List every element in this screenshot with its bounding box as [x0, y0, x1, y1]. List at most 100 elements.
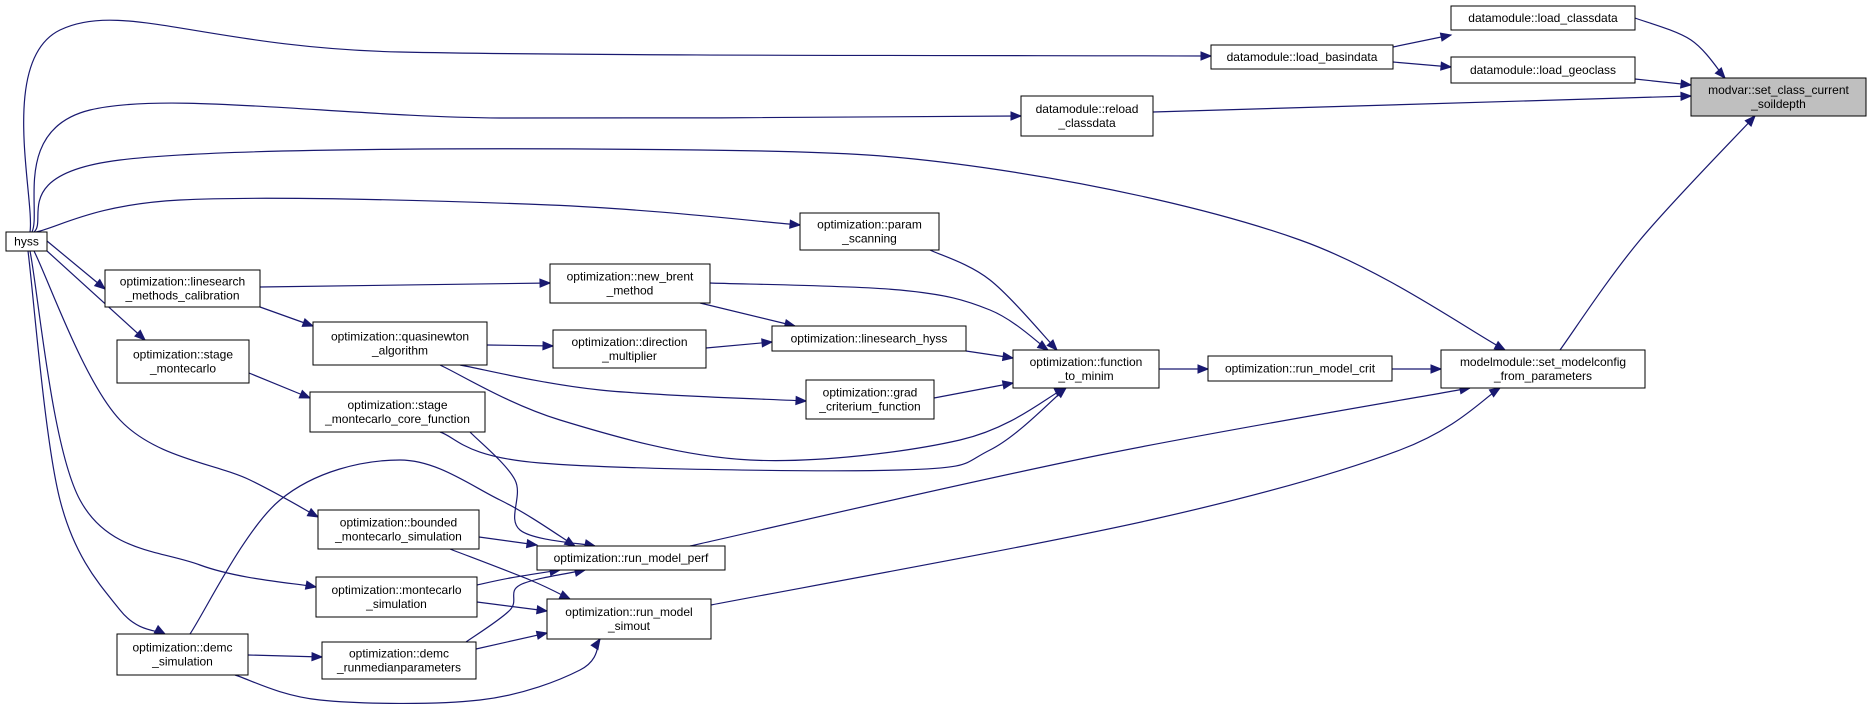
- node-grad_criterium_function[interactable]: optimization::grad_criterium_function: [805, 379, 935, 420]
- edge-arrowhead: [539, 278, 552, 288]
- node-box[interactable]: [312, 321, 488, 366]
- node-box[interactable]: [1012, 349, 1160, 389]
- node-param_scanning[interactable]: optimization::param_scanning: [799, 212, 940, 251]
- node-box[interactable]: [315, 576, 478, 618]
- node-label: _from_parameters: [1493, 369, 1592, 383]
- edge-arrowhead: [563, 536, 577, 547]
- node-box[interactable]: [546, 598, 712, 640]
- node-function_to_minim[interactable]: optimization::function_to_minim: [1012, 349, 1160, 389]
- node-label: _simout: [607, 619, 651, 633]
- node-label: optimization::stage: [133, 348, 233, 362]
- node-box[interactable]: [1020, 95, 1154, 137]
- node-box[interactable]: [104, 269, 261, 308]
- edge-arrowhead: [535, 630, 549, 640]
- edge-hyss-to-load_basindata: [23, 19, 1213, 233]
- node-label: hyss: [14, 235, 39, 249]
- edge-run_model_crit-to-set_modelconfig_from_parameters: [1392, 364, 1443, 374]
- edge-arrowhead: [298, 389, 312, 399]
- node-box[interactable]: [1207, 355, 1393, 382]
- edge-line: [35, 197, 801, 233]
- node-box[interactable]: [799, 212, 940, 251]
- node-stage_montecarlo_core_function[interactable]: optimization::stage_montecarlo_core_func…: [309, 391, 486, 433]
- node-box[interactable]: [317, 509, 480, 550]
- edge-line: [486, 344, 554, 347]
- node-box[interactable]: [1450, 56, 1636, 84]
- node-box[interactable]: [1210, 44, 1394, 70]
- edge-line: [33, 148, 1506, 351]
- nodes-layer: hyss datamodule::load_classdatadatamodule…: [5, 5, 1867, 680]
- node-set_modelconfig_from_parameters[interactable]: modelmodule::set_modelconfig_from_parame…: [1440, 349, 1646, 389]
- node-box[interactable]: [1690, 77, 1867, 117]
- edge-direction_multiplier-to-linesearch_hyss: [705, 338, 774, 349]
- node-montecarlo_simulation[interactable]: optimization::montecarlo_simulation: [315, 576, 478, 618]
- edge-arrowhead: [1197, 364, 1210, 374]
- edge-line: [709, 282, 1049, 351]
- node-quasinewton_algorithm[interactable]: optimization::quasinewton_algorithm: [312, 321, 488, 366]
- node-label: optimization::quasinewton: [331, 330, 469, 344]
- node-box[interactable]: [1440, 349, 1646, 389]
- node-load_basindata[interactable]: datamodule::load_basindata: [1210, 44, 1394, 70]
- node-reload_classdata[interactable]: datamodule::reload_classdata: [1020, 95, 1154, 137]
- node-stage_montecarlo[interactable]: optimization::stage_montecarlo: [116, 339, 250, 384]
- edge-hyss-to-montecarlo_simulation: [29, 250, 318, 590]
- edge-arrowhead: [1001, 380, 1015, 390]
- edge-linesearch_methods_calibration-to-new_brent_method: [259, 278, 552, 288]
- node-box[interactable]: [1450, 5, 1636, 31]
- node-run_model_simout[interactable]: optimization::run_model_simout: [546, 598, 712, 640]
- node-box[interactable]: [116, 633, 249, 676]
- edge-line: [689, 387, 1471, 547]
- node-run_model_perf[interactable]: optimization::run_model_perf: [536, 545, 726, 571]
- node-box[interactable]: [321, 641, 477, 680]
- edge-line: [46, 250, 146, 341]
- node-hyss[interactable]: hyss: [5, 231, 48, 252]
- node-load_geoclass[interactable]: datamodule::load_geoclass: [1450, 56, 1636, 84]
- node-label: _method: [606, 284, 654, 298]
- edge-param_scanning-to-function_to_minim: [929, 249, 1058, 351]
- node-box[interactable]: [771, 325, 967, 352]
- edge-arrowhead: [1714, 67, 1726, 80]
- node-linesearch_hyss[interactable]: optimization::linesearch_hyss: [771, 325, 967, 352]
- node-label: optimization::param: [817, 218, 922, 232]
- node-label: optimization::run_model_perf: [554, 551, 709, 565]
- edge-arrowhead: [542, 341, 555, 351]
- edge-line: [31, 102, 1022, 233]
- edge-line: [439, 364, 1066, 462]
- node-run_model_crit[interactable]: optimization::run_model_crit: [1207, 355, 1393, 382]
- edge-arrowhead: [795, 395, 808, 406]
- edge-load_classdata-to-set_class_current_soildepth: [1634, 17, 1726, 80]
- node-box[interactable]: [549, 263, 711, 304]
- edge-arrowhead: [1054, 387, 1068, 399]
- edge-arrowhead: [304, 580, 318, 590]
- node-label: modvar::set_class_current: [1708, 83, 1849, 97]
- edge-line: [247, 654, 323, 658]
- node-label: optimization::demc: [349, 647, 449, 661]
- edge-arrowhead: [1680, 91, 1693, 102]
- node-direction_multiplier[interactable]: optimization::direction_multiplier: [552, 329, 707, 369]
- edge-arrowhead: [93, 278, 107, 290]
- edge-line: [248, 372, 311, 399]
- edge-line: [234, 638, 601, 705]
- node-bounded_montecarlo_simulation[interactable]: optimization::bounded_montecarlo_simulat…: [317, 509, 480, 550]
- node-linesearch_methods_calibration[interactable]: optimization::linesearch_methods_calibra…: [104, 269, 261, 308]
- node-label: _to_minim: [1057, 369, 1113, 383]
- node-box[interactable]: [805, 379, 935, 420]
- node-demc_runmedianparameters[interactable]: optimization::demc_runmedianparameters: [321, 641, 477, 680]
- edge-arrowhead: [789, 219, 802, 229]
- node-box[interactable]: [552, 329, 707, 369]
- node-label: optimization::run_model: [565, 605, 692, 619]
- node-label: _simulation: [151, 655, 213, 669]
- node-box[interactable]: [536, 545, 726, 571]
- node-load_classdata[interactable]: datamodule::load_classdata: [1450, 5, 1636, 31]
- node-set_class_current_soildepth[interactable]: modvar::set_class_current_soildepth: [1690, 77, 1867, 117]
- edge-reload_classdata-to-set_class_current_soildepth: [1152, 91, 1693, 113]
- node-new_brent_method[interactable]: optimization::new_brent_method: [549, 263, 711, 304]
- node-box[interactable]: [5, 231, 48, 252]
- node-label: _algorithm: [371, 344, 428, 358]
- edge-hyss-to-param_scanning: [35, 197, 802, 233]
- node-label: modelmodule::set_modelconfig: [1460, 355, 1626, 369]
- edge-line: [46, 240, 106, 290]
- node-box[interactable]: [309, 391, 486, 433]
- node-box[interactable]: [116, 339, 250, 384]
- node-demc_simulation[interactable]: optimization::demc_simulation: [116, 633, 249, 676]
